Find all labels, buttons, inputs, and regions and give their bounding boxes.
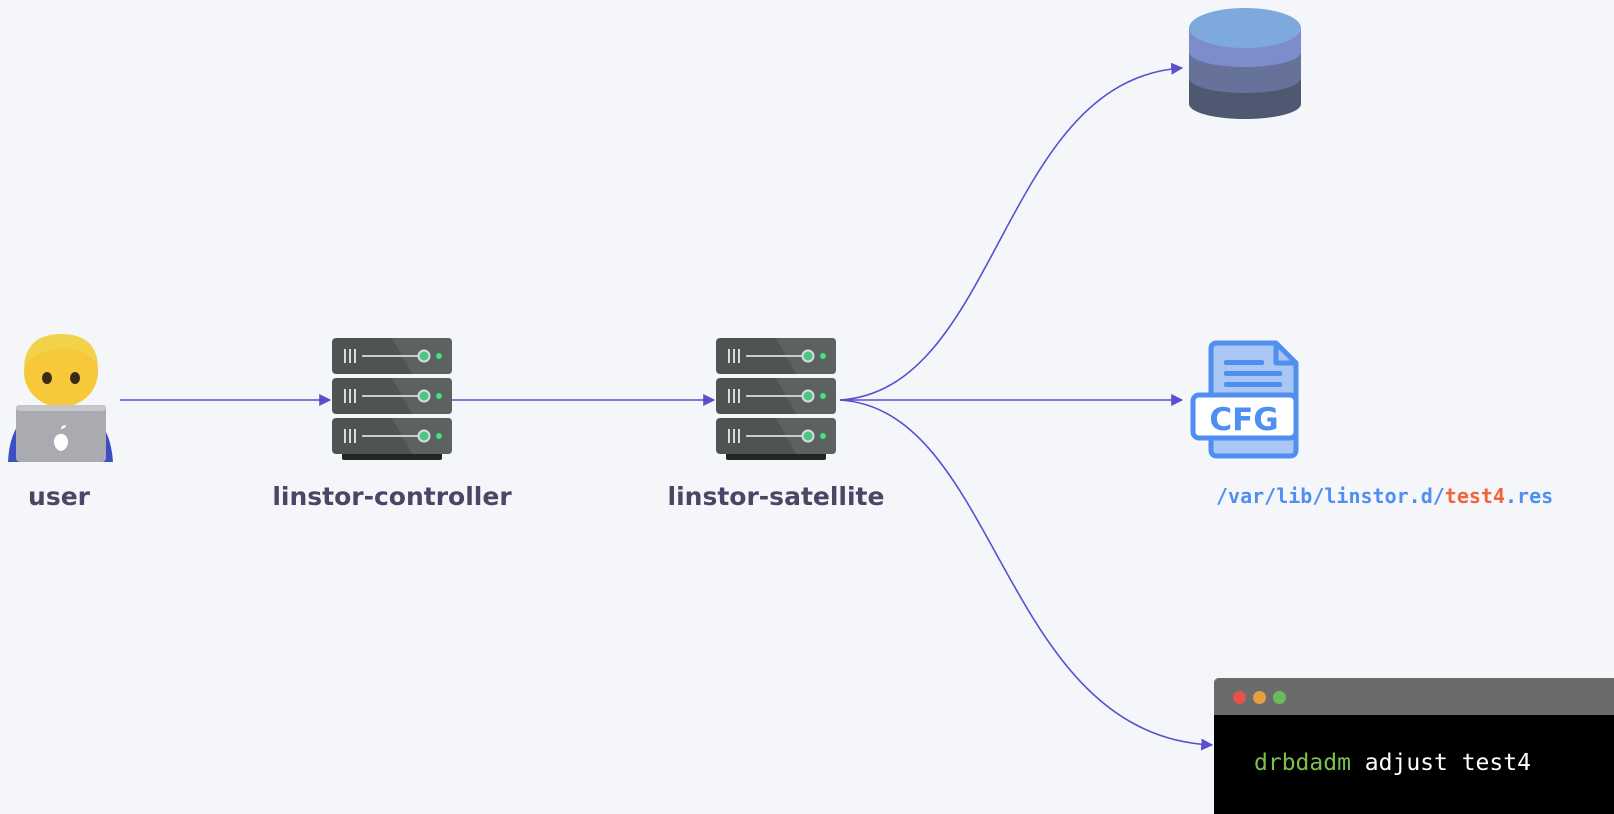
server-rack-icon bbox=[716, 338, 836, 460]
edge-satellite-to-database bbox=[839, 62, 1184, 401]
terminal-command-line: drbdadm adjust test4 bbox=[1254, 750, 1531, 776]
node-label-satellite: linstor-satellite bbox=[667, 482, 885, 511]
terminal-command: drbdadm bbox=[1254, 750, 1351, 776]
database-icon bbox=[1189, 8, 1301, 119]
edges bbox=[120, 62, 1214, 751]
node-label-controller: linstor-controller bbox=[272, 482, 512, 511]
man-technologist-icon bbox=[8, 334, 113, 462]
config-path-suffix: .res bbox=[1505, 484, 1554, 508]
terminal-window-icon: drbdadm adjust test4 bbox=[1214, 678, 1614, 814]
maximize-dot-icon bbox=[1273, 691, 1286, 704]
minimize-dot-icon bbox=[1253, 691, 1266, 704]
terminal-args: adjust test4 bbox=[1350, 750, 1531, 776]
cfg-file-icon: CFG bbox=[1190, 340, 1299, 459]
node-label-user: user bbox=[28, 482, 90, 511]
server-rack-icon bbox=[332, 338, 452, 460]
close-dot-icon bbox=[1233, 691, 1246, 704]
edge-satellite-to-terminal bbox=[839, 399, 1214, 751]
config-path-prefix: /var/lib/linstor.d/ bbox=[1216, 484, 1445, 508]
cfg-badge-text: CFG bbox=[1209, 402, 1278, 438]
config-path-resource: test4 bbox=[1444, 484, 1505, 508]
config-file-path: /var/lib/linstor.d/test4.res bbox=[1216, 484, 1553, 508]
terminal-title-bar bbox=[1214, 678, 1614, 715]
